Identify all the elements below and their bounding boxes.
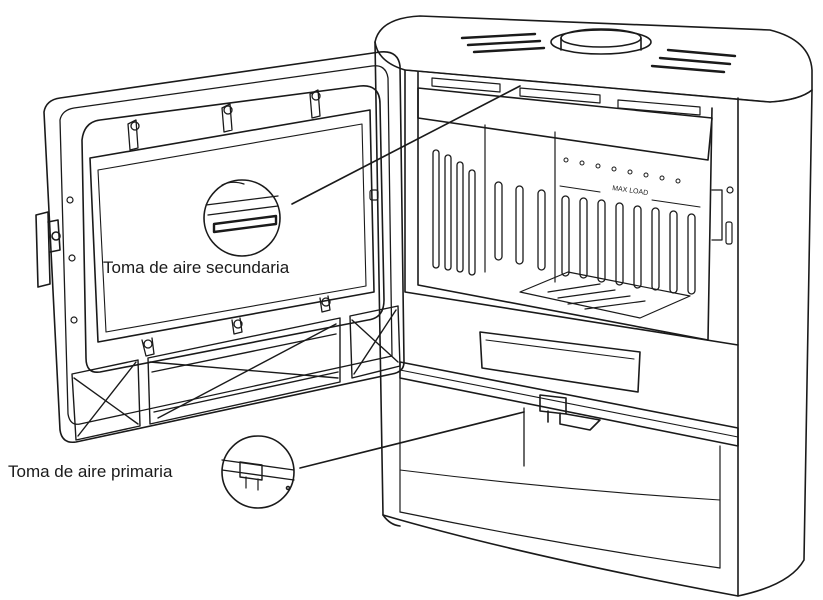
secondary-air-label: Toma de aire secundaria [103, 258, 290, 277]
callout-secondary-air [203, 85, 521, 257]
max-load-text: MAX LOAD [612, 185, 649, 197]
firebox [404, 69, 739, 346]
ash-pan [479, 331, 641, 393]
callout-primary-air [221, 411, 525, 509]
baffle-plate [417, 87, 713, 161]
primary-air-slider [539, 394, 601, 431]
lower-compartment [399, 377, 721, 569]
stove-side-right [737, 89, 813, 597]
leader-line-secondary [291, 85, 521, 205]
top-vents-right [650, 48, 737, 74]
leader-line-primary [299, 411, 525, 469]
door-glass [89, 109, 375, 343]
fire-grate [519, 271, 691, 319]
stove-front-left-edge [374, 41, 401, 527]
door-frame [43, 50, 405, 444]
top-vents-left [460, 32, 546, 54]
stove-base [382, 514, 739, 597]
stove-top [374, 15, 813, 103]
door-handle [35, 211, 61, 288]
primary-air-label: Toma de aire primaria [8, 462, 173, 481]
glass-clips [127, 89, 331, 357]
primary-air-rail [399, 361, 739, 467]
stove-door [35, 50, 405, 444]
stove-body [374, 15, 813, 597]
max-load-dots [563, 157, 681, 184]
flue-collar [550, 28, 652, 55]
door-bracing [71, 305, 401, 441]
firebrick-slots [432, 149, 696, 295]
